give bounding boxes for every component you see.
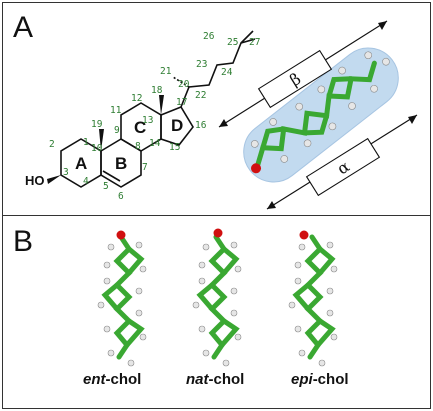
- panel-divider: [3, 215, 430, 216]
- carbon-number-12: 12: [131, 93, 142, 104]
- steroid-skeleton: [60, 30, 256, 188]
- carbon-number-16: 16: [195, 120, 207, 131]
- caption-epi-prefix: epi: [291, 371, 313, 388]
- caption-nat-prefix: nat: [186, 371, 209, 388]
- beta-dimension: β: [218, 20, 388, 128]
- ring-label-c: C: [134, 118, 146, 137]
- panel-b-models: [3, 228, 432, 369]
- alpha-dimension: α: [266, 114, 418, 210]
- ring-label-b: B: [115, 154, 127, 173]
- carbon-number-9: 9: [114, 125, 120, 136]
- nat-chol-model: [193, 228, 241, 367]
- methyl-19-wedge: [99, 129, 104, 151]
- hydroxyl-label: HO: [25, 173, 45, 188]
- ent-oxygen-atom: [116, 230, 126, 240]
- carbon-number-22: 22: [195, 90, 206, 101]
- caption-ent-prefix: ent: [83, 371, 106, 388]
- carbon-number-14: 14: [149, 138, 161, 149]
- carbon-number-15: 15: [169, 142, 180, 153]
- epi-chol-model: [289, 230, 337, 367]
- carbon-number-19: 19: [91, 119, 103, 130]
- carbon-number-21: 21: [160, 66, 172, 77]
- nat-oxygen-atom: [213, 228, 223, 238]
- carbon-number-23: 23: [196, 59, 207, 70]
- panel-label-b: B: [13, 225, 34, 258]
- carbon-number-26: 26: [203, 31, 215, 42]
- carbon-number-20: 20: [178, 79, 190, 90]
- methyl-18-wedge: [159, 95, 164, 115]
- carbon-number-13: 13: [142, 115, 153, 126]
- carbon-number-4: 4: [83, 176, 89, 187]
- hydroxyl-wedge: [47, 175, 61, 184]
- panel-a-diagram: A B C D HO 1 2 3 4 5 6 7 8 9 10 11 12 13…: [25, 20, 418, 210]
- ring-label-a: A: [75, 154, 87, 173]
- alpha-label-box: [305, 137, 381, 197]
- caption-epi-chol: epi-chol: [291, 371, 349, 388]
- carbon-number-7: 7: [142, 162, 148, 173]
- carbon-number-17: 17: [176, 97, 187, 108]
- carbon-number-5: 5: [103, 181, 109, 192]
- caption-ent-chol: ent-chol: [83, 371, 141, 388]
- beta-label-box: [257, 49, 333, 109]
- carbon-number-2: 2: [49, 139, 55, 150]
- oxygen-atom: [251, 163, 262, 174]
- cholesterol-3d-model: [243, 47, 399, 183]
- ent-chol-model: [98, 230, 146, 367]
- carbon-number-24: 24: [221, 67, 233, 78]
- epi-oxygen-atom: [299, 230, 309, 240]
- caption-epi-suffix: -chol: [312, 371, 349, 388]
- caption-nat-suffix: -chol: [208, 371, 245, 388]
- carbon-number-8: 8: [135, 141, 141, 152]
- caption-nat-chol: nat-chol: [186, 371, 244, 388]
- carbon-number-11: 11: [110, 105, 122, 116]
- carbon-number-3: 3: [63, 167, 69, 178]
- panel-label-a: A: [13, 11, 34, 44]
- carbon-number-25: 25: [227, 37, 238, 48]
- caption-ent-suffix: -chol: [105, 371, 142, 388]
- carbon-number-10: 10: [91, 143, 103, 154]
- carbon-numbering: 1 2 3 4 5 6 7 8 9 10 11 12 13 14 15 16 1…: [49, 31, 260, 202]
- carbon-number-18: 18: [151, 85, 163, 96]
- carbon-number-27: 27: [249, 37, 260, 48]
- carbon-number-1: 1: [83, 137, 89, 148]
- ring-label-d: D: [171, 116, 183, 135]
- carbon-number-6: 6: [118, 191, 124, 202]
